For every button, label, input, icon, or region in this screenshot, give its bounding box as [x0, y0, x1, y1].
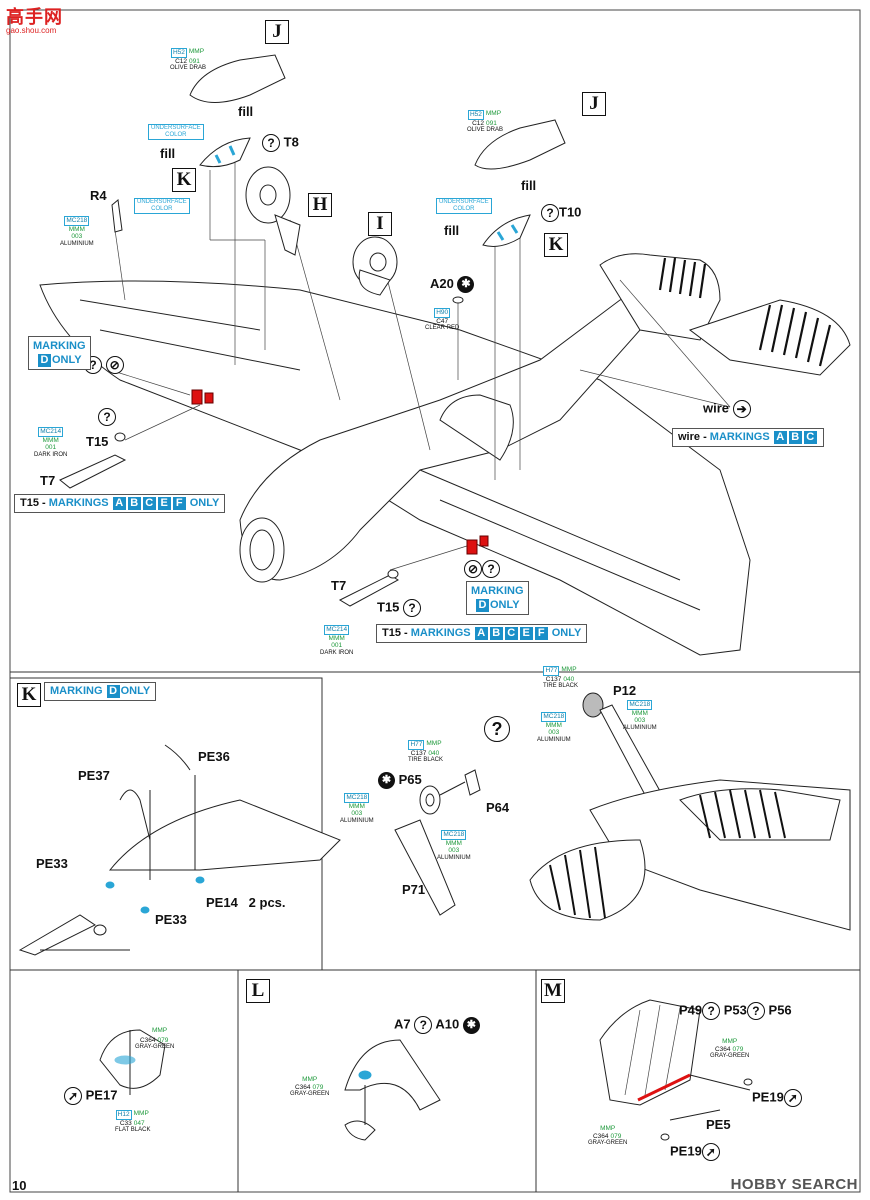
label-wire: wire ➔: [703, 400, 751, 418]
label-PE14: PE14 2 pcs.: [206, 895, 286, 910]
paint-dark-iron: MC214 MMM 001 DARK IRON: [320, 625, 354, 656]
star-icon: ✱: [462, 1016, 480, 1034]
wire-arrow-icon: ➔: [732, 400, 751, 418]
panel-K-title: K: [17, 683, 41, 707]
label-PE33: PE33: [155, 912, 187, 927]
question-icon: ?: [403, 599, 422, 617]
question-icon: ?: [482, 560, 500, 578]
question-marks-right: ⊘?: [464, 560, 500, 578]
question-icon: ?: [262, 134, 280, 152]
callout-K-right: K: [544, 233, 568, 257]
callout-J-right: J: [582, 92, 606, 116]
label-fill: fill: [160, 146, 176, 161]
label-PE33: PE33: [36, 856, 68, 871]
question-icon: ?: [541, 204, 559, 222]
label-T8: ? T8: [262, 134, 299, 152]
label-PE19: PE19➚: [752, 1089, 802, 1107]
paint-aluminium: MC218 MMM 003 ALUMINIUM: [537, 712, 571, 743]
paint-aluminium: MC218 MMM 003 ALUMINIUM: [623, 700, 657, 731]
logo-text: 高手网: [6, 7, 63, 27]
label-R4: R4: [90, 188, 107, 203]
watermark: HOBBY SEARCH: [730, 1176, 858, 1193]
callout-K-left: K: [172, 168, 196, 192]
paint-clear-red: H90 C47 CLEAR RED: [425, 308, 460, 331]
label-T7: T7: [331, 578, 347, 593]
label-PE36: PE36: [198, 749, 230, 764]
page-number: 10: [12, 1178, 27, 1193]
label-P49-P53-P56: P49? P53? P56: [679, 1002, 792, 1020]
label-A20: A20 ✱: [430, 276, 475, 294]
paint-aluminium: MC218 MMM 003 ALUMINIUM: [60, 216, 94, 247]
label-fill: fill: [444, 223, 460, 238]
question-large: ?: [484, 716, 510, 742]
question-icon: ?: [484, 716, 510, 742]
star-icon: ✱: [378, 772, 395, 790]
label-A7-A10: A7 ? A10 ✱: [394, 1016, 480, 1034]
question-icon: ?: [98, 408, 116, 426]
label-P12: P12: [613, 683, 637, 698]
question-icon: ?: [702, 1002, 721, 1020]
panel-M-title: M: [541, 979, 565, 1003]
site-logo: 高手网 gao.shou.com: [6, 3, 63, 35]
label-fill: fill: [521, 178, 537, 193]
star-icon: ✱: [457, 276, 475, 294]
question-icon: ?: [746, 1002, 765, 1020]
label-P65: ✱ P65: [378, 772, 422, 790]
fold-arrow-icon: ➚: [64, 1087, 82, 1105]
label-fill: fill: [238, 104, 254, 119]
label-PE5: PE5: [706, 1117, 731, 1132]
label-T7: T7: [40, 473, 56, 488]
label-PE19: PE19➚: [670, 1143, 720, 1161]
label-T15: T15 ?: [377, 599, 422, 617]
slash-icon: ⊘: [464, 560, 482, 578]
callout-J-left: J: [265, 20, 289, 44]
label-P64: P64: [486, 800, 510, 815]
label-T10: ?T10: [541, 204, 581, 222]
slash-icon: ⊘: [105, 356, 124, 374]
panel-L-title: L: [246, 979, 270, 1003]
fold-arrow-icon: ➚: [783, 1089, 802, 1107]
logo-subtext: gao.shou.com: [6, 26, 57, 35]
label-T15: T15: [86, 434, 109, 449]
question-icon: ?: [414, 1016, 433, 1034]
question-T15: ?: [98, 408, 116, 426]
label-PE37: PE37: [78, 768, 110, 783]
paint-aluminium: MC218 MMM 003 ALUMINIUM: [437, 830, 471, 861]
fold-arrow-icon: ➚: [701, 1143, 720, 1161]
callout-H: H: [308, 193, 332, 217]
callout-I: I: [368, 212, 392, 236]
label-P71: P71: [402, 882, 426, 897]
label-PE17: ➚ PE17: [64, 1087, 117, 1105]
paint-aluminium: MC218 MMM 003 ALUMINIUM: [340, 793, 374, 824]
paint-dark-iron: MC214 MMM 001 DARK IRON: [34, 427, 68, 458]
